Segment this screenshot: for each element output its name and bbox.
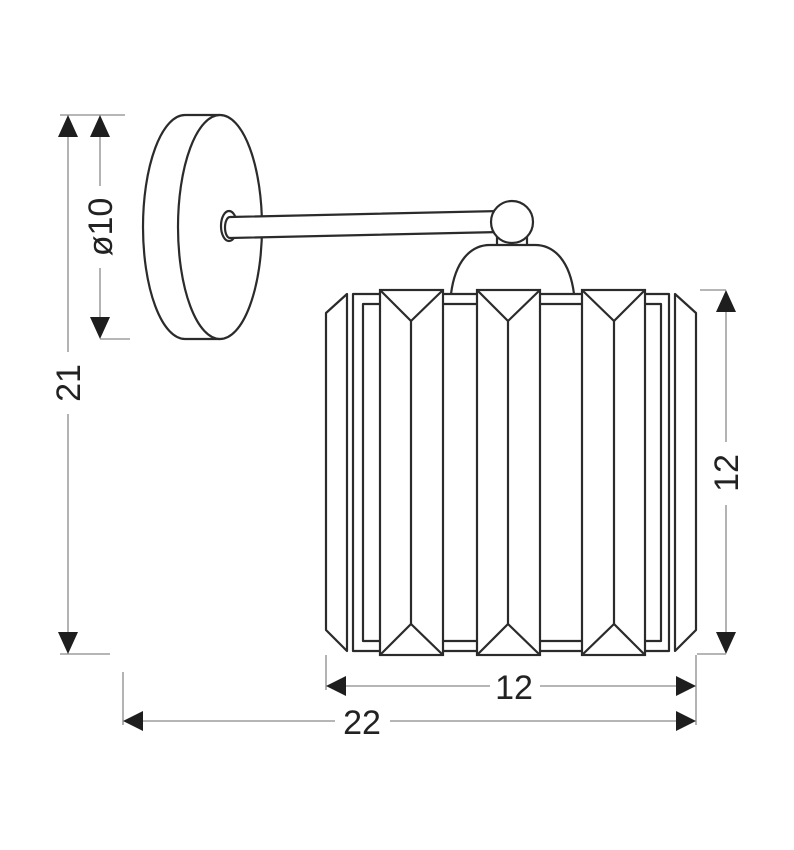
- faceted-shade: [324, 288, 698, 657]
- crystal-prism: [475, 288, 542, 657]
- dimension-total-depth: 22: [122, 672, 696, 742]
- total-depth-label: 22: [343, 704, 381, 742]
- total-height-label: 21: [50, 364, 88, 402]
- dimension-shade-width: 12: [325, 655, 697, 725]
- dimension-shade-height: 12: [697, 289, 746, 655]
- lamp-holder-dome: [449, 243, 576, 295]
- dimension-total-height: 21: [50, 114, 125, 655]
- canopy-diameter-label: ø10: [82, 198, 120, 257]
- crystal-prism: [378, 288, 445, 657]
- ball-joint: [489, 199, 535, 248]
- dimension-canopy-diameter: ø10: [82, 115, 130, 340]
- shade-width-label: 12: [495, 669, 533, 707]
- shade-height-label: 12: [708, 454, 746, 492]
- crystal-prism: [580, 288, 647, 657]
- arm: [219, 209, 502, 243]
